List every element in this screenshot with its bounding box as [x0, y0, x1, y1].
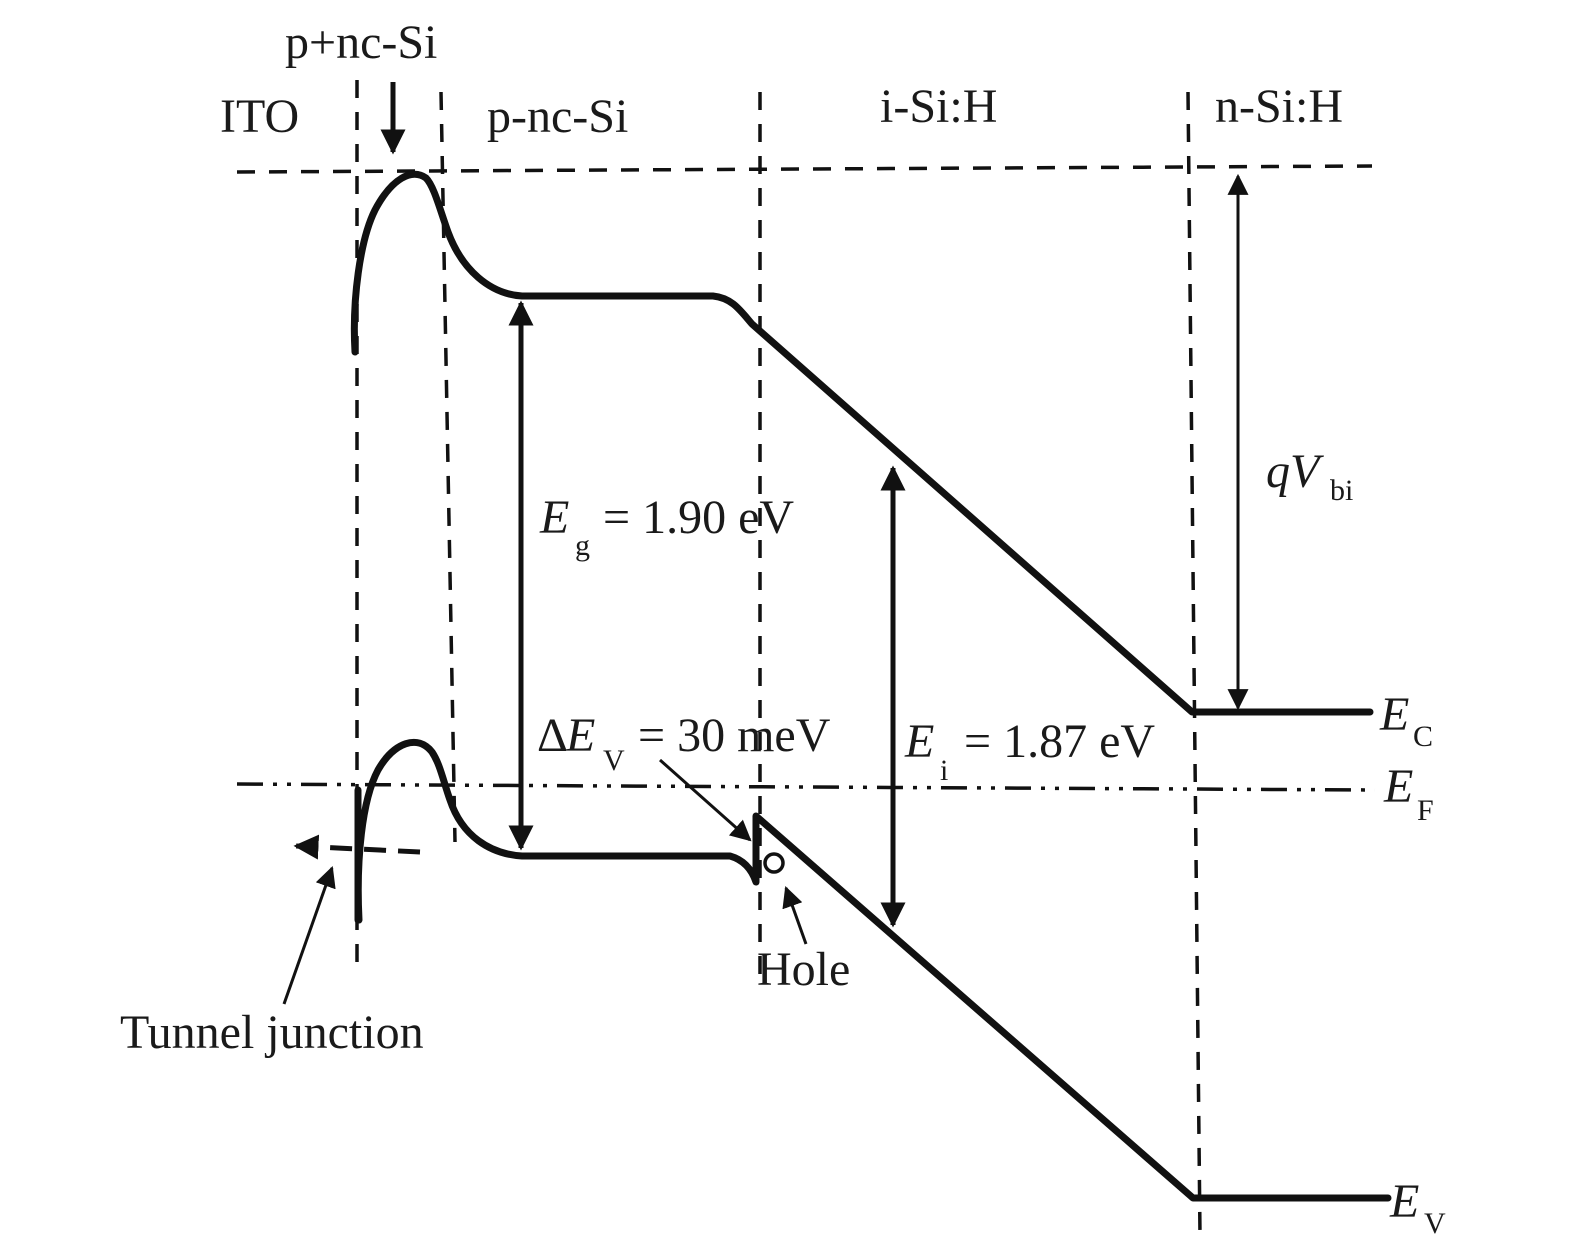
- svg-text:E: E: [904, 715, 934, 768]
- svg-text:g: g: [575, 529, 590, 562]
- region-label-ito: ITO: [220, 90, 299, 143]
- svg-text:E: E: [565, 709, 595, 762]
- tunnel-junction-label: Tunnel junction: [120, 1006, 424, 1059]
- region-label-n: n-Si:H: [1215, 80, 1343, 133]
- svg-text:= 1.90 eV: = 1.90 eV: [591, 491, 794, 544]
- conduction-band-edge: [350, 170, 1374, 716]
- region-label-pplus: p+nc-Si: [285, 16, 437, 69]
- svg-text:= 1.87 eV: = 1.87 eV: [952, 715, 1155, 768]
- svg-text:F: F: [1417, 794, 1434, 827]
- svg-text:E: E: [539, 491, 569, 544]
- svg-text:V: V: [1424, 1207, 1446, 1240]
- svg-text:bi: bi: [1330, 474, 1353, 507]
- vacuum-level-line: [236, 164, 1373, 174]
- svg-text:E: E: [1389, 1175, 1419, 1228]
- dev-label: Δ E V = 30 meV: [537, 709, 831, 777]
- ec-label: E C: [1379, 688, 1433, 753]
- svg-text:i: i: [940, 754, 948, 787]
- qvbi-label: qV bi: [1266, 445, 1353, 507]
- svg-text:Δ: Δ: [537, 709, 568, 762]
- hole-marker: [763, 852, 785, 874]
- ev-label: E V: [1389, 1175, 1446, 1240]
- svg-text:V: V: [603, 744, 625, 777]
- region-label-i: i-Si:H: [880, 80, 997, 133]
- fermi-level-line: [236, 782, 1376, 792]
- svg-text:E: E: [1379, 688, 1409, 741]
- tunnel-pointer-arrow: [282, 866, 336, 1005]
- eg-label: E g = 1.90 eV: [539, 491, 794, 562]
- ei-label: E i = 1.87 eV: [904, 715, 1155, 787]
- region-label-p: p-nc-Si: [487, 90, 628, 143]
- svg-text:C: C: [1413, 720, 1433, 753]
- valence-band-edge: [354, 738, 1392, 1202]
- dev-pointer-arrow: [659, 758, 752, 842]
- boundary-pplus-p: [439, 91, 457, 843]
- hole-label: Hole: [757, 943, 850, 996]
- boundary-i-n: [1186, 91, 1202, 1236]
- svg-text:E: E: [1383, 760, 1413, 813]
- svg-text:qV: qV: [1266, 445, 1324, 498]
- svg-text:= 30 meV: = 30 meV: [626, 709, 831, 762]
- hole-pointer-arrow: [782, 886, 808, 945]
- ef-label: E F: [1383, 760, 1434, 827]
- tunnel-current-arrow: [293, 834, 421, 860]
